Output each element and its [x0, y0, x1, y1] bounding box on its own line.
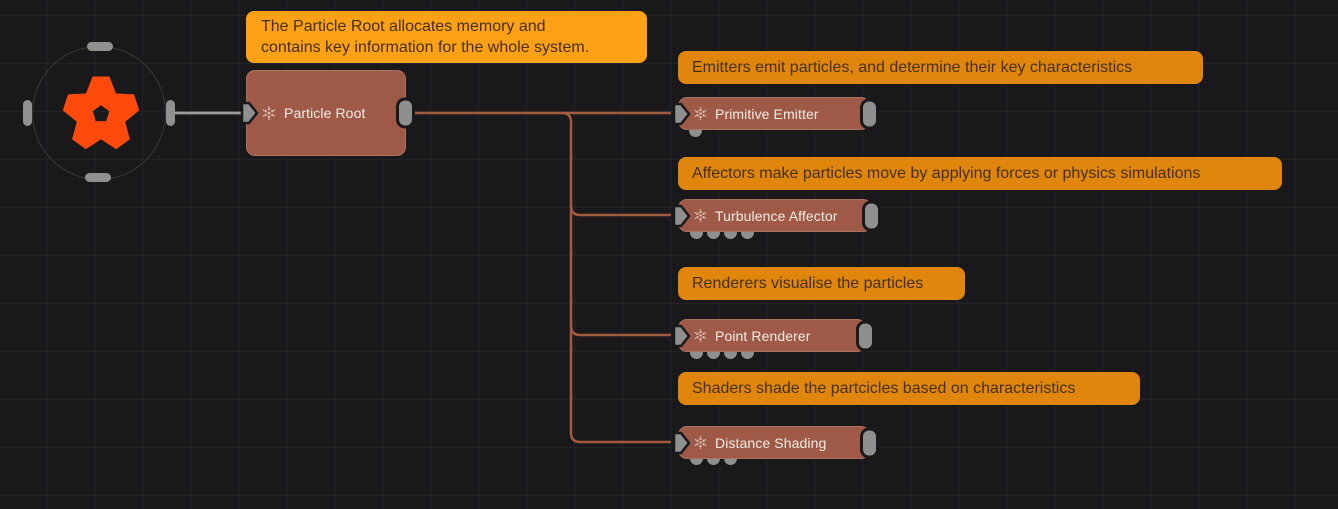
logo-handle-left[interactable]	[23, 100, 32, 126]
node-label: Turbulence Affector	[715, 207, 838, 224]
wire-root-to-shading[interactable]	[561, 111, 671, 444]
node-label: Primitive Emitter	[715, 105, 819, 122]
particles-icon	[262, 106, 276, 120]
node-particle-root[interactable]: Particle Root	[240, 70, 415, 156]
logo-handle-right[interactable]	[166, 100, 175, 126]
node-label: Particle Root	[284, 105, 366, 121]
particle-star-logo-icon[interactable]	[44, 56, 158, 170]
output-port[interactable]	[862, 200, 881, 231]
tooltip-particle-root: The Particle Root allocates memory and c…	[246, 11, 647, 63]
output-port[interactable]	[860, 427, 879, 458]
particles-icon	[694, 209, 707, 222]
particles-icon	[694, 107, 707, 120]
node-point-renderer[interactable]: Point Renderer	[672, 319, 875, 352]
tooltip-renderers: Renderers visualise the particles	[678, 267, 965, 300]
output-port[interactable]	[856, 320, 875, 351]
node-primitive-emitter[interactable]: Primitive Emitter	[672, 97, 879, 130]
input-port-icon[interactable]	[672, 203, 692, 229]
tooltip-affectors: Affectors make particles move by applyin…	[678, 157, 1282, 190]
node-label: Distance Shading	[715, 434, 827, 451]
output-port[interactable]	[396, 97, 415, 129]
output-port[interactable]	[860, 98, 879, 129]
input-port-icon[interactable]	[240, 100, 260, 126]
tooltip-shaders: Shaders shade the partcicles based on ch…	[678, 372, 1140, 405]
particles-icon	[694, 436, 707, 449]
tooltip-line: contains key information for the whole s…	[261, 39, 590, 56]
tooltip-line: The Particle Root allocates memory and	[261, 18, 546, 35]
logo-handle-bottom[interactable]	[85, 173, 111, 182]
node-label: Point Renderer	[715, 327, 811, 344]
tooltip-emitters: Emitters emit particles, and determine t…	[678, 51, 1203, 84]
node-distance-shading[interactable]: Distance Shading	[672, 426, 879, 459]
wire-root-to-affector[interactable]	[569, 205, 671, 217]
logo-handle-top[interactable]	[87, 42, 113, 51]
input-port-icon[interactable]	[672, 323, 692, 349]
wire-root-to-renderer[interactable]	[569, 325, 671, 337]
particles-icon	[694, 329, 707, 342]
input-port-icon[interactable]	[672, 101, 692, 127]
node-turbulence-affector[interactable]: Turbulence Affector	[672, 199, 881, 232]
input-port-icon[interactable]	[672, 430, 692, 456]
